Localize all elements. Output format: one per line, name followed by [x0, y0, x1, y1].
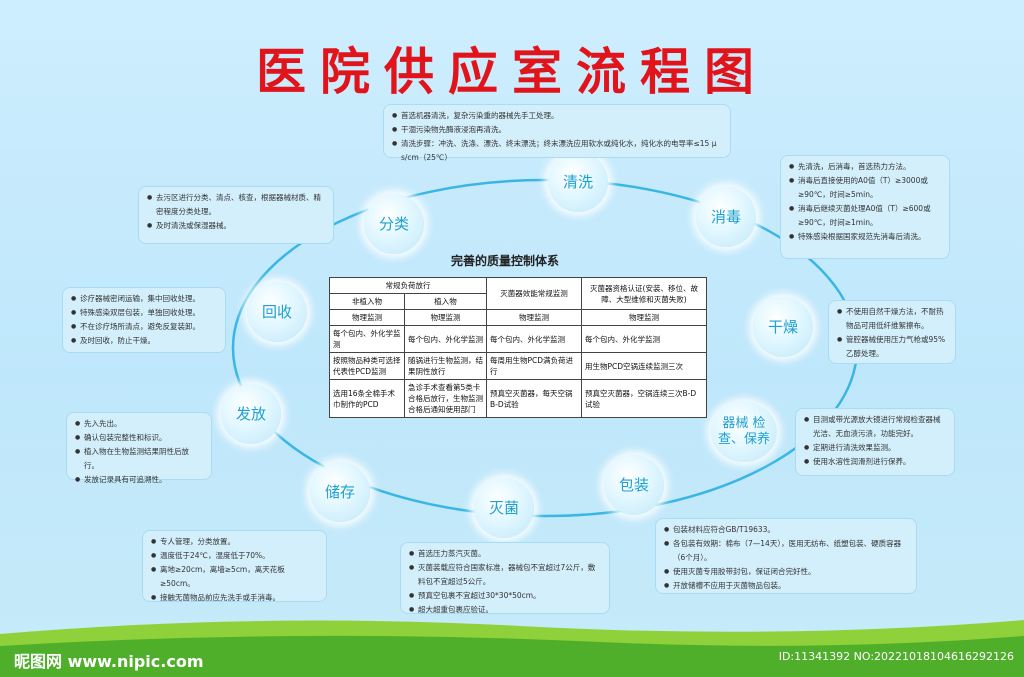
note-item: 特殊感染根据国家规范先消毒后清洗。	[789, 230, 941, 244]
note-item: 诊疗器械密闭运输，集中回收处理。	[71, 292, 217, 306]
note-item: 开放储槽不应用于灭菌物品包装。	[664, 579, 908, 593]
table-row: 按照物品种类可选择代表性PCD监测 随锅进行生物监测，结果阴性放行 每周用生物P…	[329, 352, 707, 380]
stage-miejun: 灭菌	[474, 478, 534, 538]
note-item: 离地≥20cm，离墙≥5cm，离天花板≥50cm。	[151, 563, 318, 591]
table-cell: 随锅进行生物监测，结果阴性放行	[404, 352, 487, 380]
table-cell: 每周用生物PCD满负荷进行	[486, 352, 582, 380]
table-cell: 用生物PCD空锅连续监测三次	[581, 352, 707, 380]
note-miejun: 首选压力蒸汽灭菌。 灭菌装载应符合国家标准，器械包不宜超过7公斤，敷料包不宜超过…	[400, 542, 610, 617]
note-item: 植入物在生物监测结果阴性后放行。	[75, 445, 203, 473]
table-cell: 按照物品种类可选择代表性PCD监测	[329, 352, 405, 380]
stage-fafang: 发放	[221, 384, 281, 444]
note-item: 确认包装完整性和标识。	[75, 431, 203, 445]
table-cell: 每个包内、外化学监测	[486, 325, 582, 353]
note-fenlei: 去污区进行分类、清点、核查，根据器械材质、精密程度分类处理。 及时清洗或保湿器械…	[138, 186, 334, 244]
table-cell: 物理监测	[329, 309, 405, 326]
table-cell: 物理监测	[404, 309, 487, 326]
note-item: 目测或带光源放大镜进行常规检查器械光洁、无血渍污渍，功能完好。	[804, 413, 946, 441]
table-cell: 每个包内、外化学监测	[329, 325, 405, 353]
table-row: 每个包内、外化学监测 每个包内、外化学监测 每个包内、外化学监测 每个包内、外化…	[329, 325, 707, 353]
qc-header-nonimplant: 非植入物	[329, 293, 405, 310]
note-item: 不使用自然干燥方法，不耐热物品可用低纤维絮擦布。	[837, 305, 947, 333]
note-xiaodu: 先清洗，后消毒，首选热力方法。 消毒后直接使用的A0值（T）≥3000或≥90℃…	[780, 155, 950, 259]
stage-jiancha: 器械 检查、保养	[711, 402, 777, 462]
note-item: 消毒后直接使用的A0值（T）≥3000或≥90℃，时间≥5min。	[789, 174, 941, 202]
table-row: 物理监测 物理监测 物理监测 物理监测	[329, 309, 707, 326]
qc-header-cert: 灭菌器资格认证(安装、移位、故障、大型维修和灭菌失败)	[581, 277, 707, 310]
note-item: 先清洗，后消毒，首选热力方法。	[789, 160, 941, 174]
table-cell: 预真空灭菌器，每天空锅B-D试验	[486, 379, 582, 418]
note-item: 特殊感染双层包装，单独回收处理。	[71, 306, 217, 320]
note-item: 首选压力蒸汽灭菌。	[409, 547, 601, 561]
table-cell: 每个包内、外化学监测	[404, 325, 487, 353]
qc-header-efficacy: 灭菌器效能常规监测	[486, 277, 582, 310]
qc-header-implant: 植入物	[404, 293, 487, 310]
note-qingxi: 首选机器清洗，复杂污染重的器械先手工处理。 干涸污染物先酶液浸泡再清洗。 清洗步…	[383, 104, 731, 162]
note-item: 干涸污染物先酶液浸泡再清洗。	[392, 123, 722, 137]
note-item: 及时清洗或保湿器械。	[147, 219, 325, 233]
note-item: 专人管理，分类放置。	[151, 535, 318, 549]
note-item: 先入先出。	[75, 417, 203, 431]
note-huishou: 诊疗器械密闭运输，集中回收处理。 特殊感染双层包装，单独回收处理。 不在诊疗场所…	[62, 287, 226, 353]
table-cell: 物理监测	[486, 309, 582, 326]
stage-huishou: 回收	[247, 282, 307, 342]
note-item: 超大超重包裹应验证。	[409, 603, 601, 617]
note-item: 不在诊疗场所清点，避免反复装卸。	[71, 320, 217, 334]
stage-ganzao: 干燥	[753, 297, 813, 357]
note-item: 使用灭菌专用胶带封包，保证闭合完好性。	[664, 565, 908, 579]
note-item: 各包装有效期：棉布（7—14天），医用无纺布、纸塑包装、硬质容器（6个月）。	[664, 537, 908, 565]
note-item: 使用水溶性润滑剂进行保养。	[804, 455, 946, 469]
note-item: 及时回收，防止干燥。	[71, 334, 217, 348]
green-ground	[0, 620, 1024, 677]
note-item: 接触无菌物品前应先洗手或手消毒。	[151, 591, 318, 605]
note-item: 灭菌装载应符合国家标准，器械包不宜超过7公斤，敷料包不宜超过5公斤。	[409, 561, 601, 589]
note-fafang: 先入先出。 确认包装完整性和标识。 植入物在生物监测结果阴性后放行。 发放记录具…	[66, 412, 212, 487]
note-item: 清洗步骤：冲洗、洗涤、漂洗、终末漂洗；终末漂洗应用软水或纯化水，纯化水的电导率≤…	[392, 137, 722, 165]
note-jiancha: 目测或带光源放大镜进行常规检查器械光洁、无血渍污渍，功能完好。 定期进行清洗效果…	[795, 408, 955, 476]
note-item: 管腔器械使用压力气枪或95%乙醇处理。	[837, 333, 947, 361]
qc-table: 常规负荷放行 灭菌器效能常规监测 灭菌器资格认证(安装、移位、故障、大型维修和灭…	[329, 277, 707, 418]
stage-baozhuang: 包装	[604, 455, 664, 515]
watermark-left: 昵图网 www.nipic.com	[14, 652, 204, 671]
note-item: 首选机器清洗，复杂污染重的器械先手工处理。	[392, 109, 722, 123]
note-item: 预真空包裹不宜超过30*30*50cm。	[409, 589, 601, 603]
note-item: 温度低于24℃，湿度低于70%。	[151, 549, 318, 563]
note-item: 定期进行清洗效果监测。	[804, 441, 946, 455]
table-cell: 每个包内、外化学监测	[581, 325, 707, 353]
note-item: 发放记录具有可追溯性。	[75, 473, 203, 487]
table-cell: 急诊手术查看第5类卡合格后放行，生物监测合格后通知使用部门	[404, 379, 487, 418]
watermark-right: ID:11341392 NO:20221018104616292126	[778, 650, 1014, 663]
table-cell: 预真空灭菌器，空锅连续三次B-D试验	[581, 379, 707, 418]
stage-chucun: 储存	[310, 462, 370, 522]
note-item: 去污区进行分类、清点、核查，根据器械材质、精密程度分类处理。	[147, 191, 325, 219]
table-cell: 物理监测	[581, 309, 707, 326]
table-row: 选用16条全棉手术巾制作的PCD 急诊手术查看第5类卡合格后放行，生物监测合格后…	[329, 379, 707, 418]
qc-title: 完善的质量控制体系	[450, 254, 559, 268]
note-chucun: 专人管理，分类放置。 温度低于24℃，湿度低于70%。 离地≥20cm，离墙≥5…	[142, 530, 327, 605]
table-cell: 选用16条全棉手术巾制作的PCD	[329, 379, 405, 418]
stage-xiaodu: 消毒	[696, 187, 756, 247]
stage-fenlei: 分类	[364, 194, 424, 254]
qc-header-release: 常规负荷放行	[329, 277, 487, 294]
note-baozhuang: 包装材料应符合GB/T19633。 各包装有效期：棉布（7—14天），医用无纺布…	[655, 518, 917, 594]
page-title: 医院供应室流程图	[256, 42, 768, 101]
note-ganzao: 不使用自然干燥方法，不耐热物品可用低纤维絮擦布。 管腔器械使用压力气枪或95%乙…	[828, 300, 956, 364]
note-item: 包装材料应符合GB/T19633。	[664, 523, 908, 537]
note-item: 消毒后继续灭菌处理A0值（T）≥600或≥90℃，时间≥1min。	[789, 202, 941, 230]
